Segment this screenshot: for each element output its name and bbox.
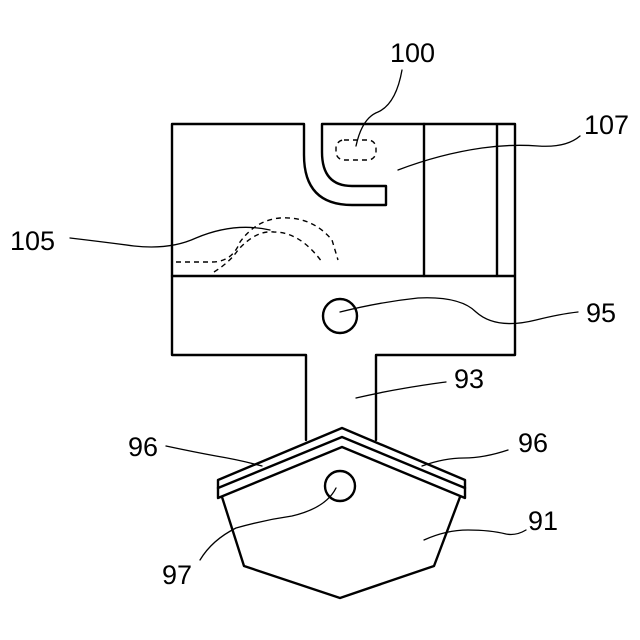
leader-96-right: [422, 450, 508, 466]
label-93: 93: [454, 364, 484, 394]
dashed-part-100: [336, 140, 376, 160]
leader-107: [398, 136, 580, 170]
dashed-curve-105-inner: [214, 232, 322, 272]
label-96-right: 96: [518, 428, 548, 458]
label-105: 105: [10, 226, 55, 256]
leader-105: [70, 227, 270, 247]
label-96-left: 96: [128, 432, 158, 462]
leader-91: [424, 530, 526, 540]
leader-96-left: [166, 446, 262, 466]
leader-95: [340, 298, 578, 324]
dashed-curve-105-outer: [176, 218, 338, 262]
label-95: 95: [586, 298, 616, 328]
head-91-outline: [222, 497, 460, 598]
label-107: 107: [584, 110, 629, 140]
hole-95: [323, 299, 357, 333]
label-97: 97: [162, 560, 192, 590]
leader-97: [200, 488, 336, 560]
rail-96-line: [218, 437, 465, 488]
leader-93: [356, 382, 446, 398]
label-100: 100: [390, 38, 435, 68]
leader-100: [356, 70, 402, 146]
label-91: 91: [528, 506, 558, 536]
